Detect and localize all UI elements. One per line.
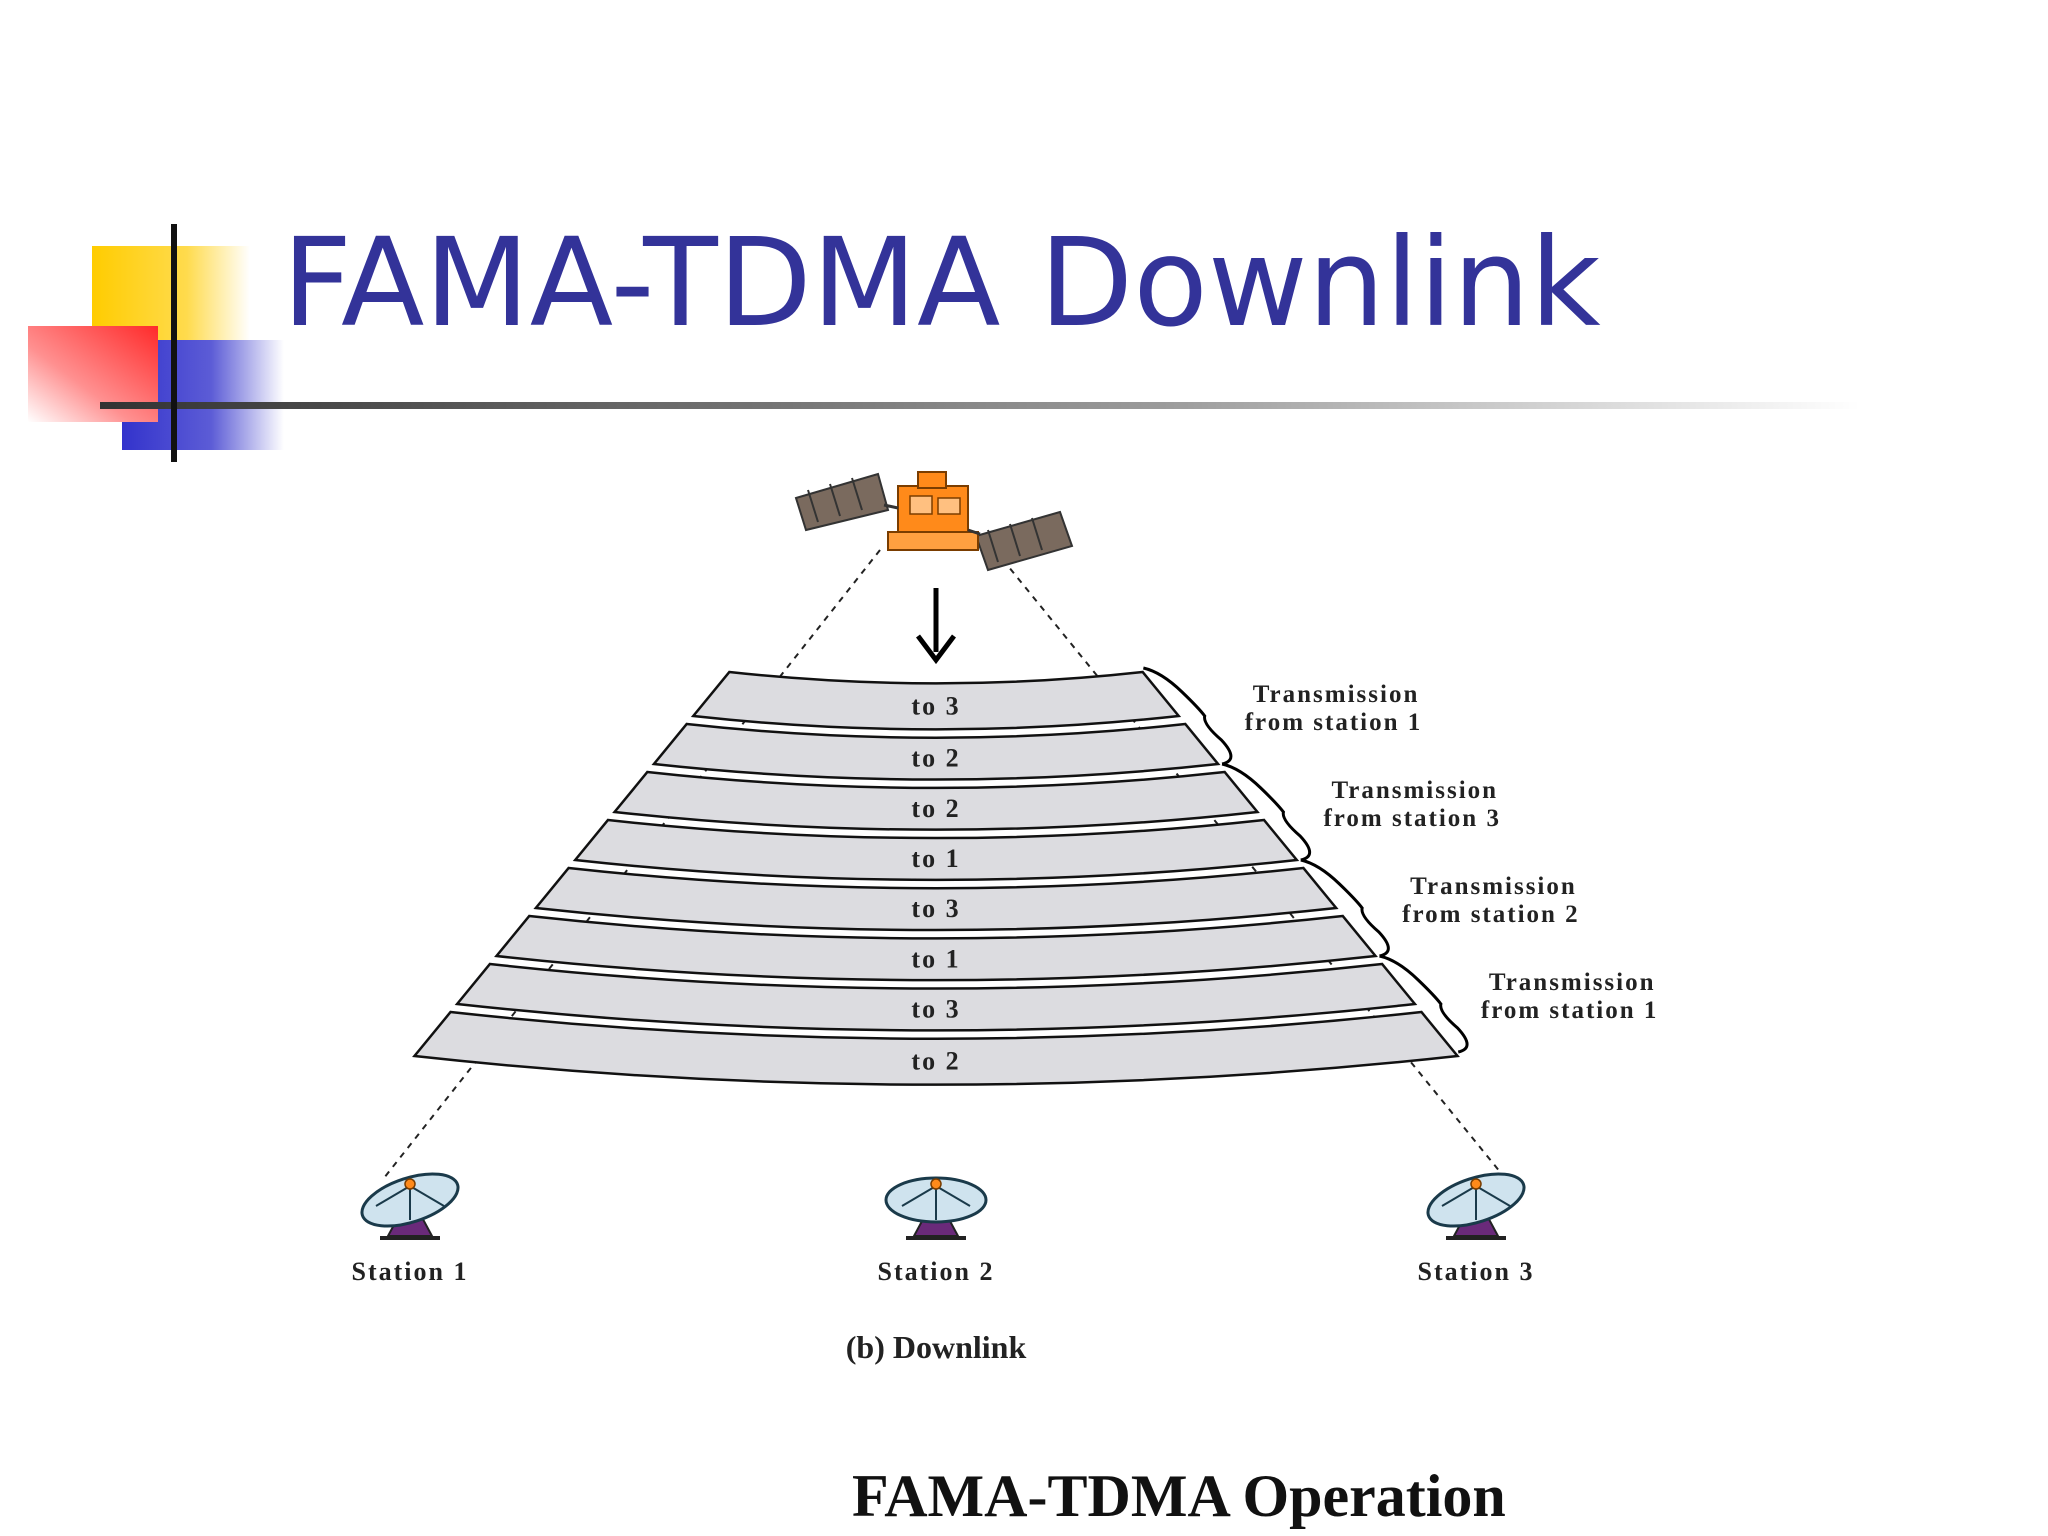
- time-slot-band: [454, 962, 1418, 1032]
- time-slot-band: [572, 818, 1300, 882]
- band-label: to 2: [911, 744, 960, 773]
- band-label: to 2: [911, 1047, 960, 1076]
- band-label: to 3: [911, 894, 960, 923]
- transmission-label-line2: from station 3: [1323, 805, 1501, 832]
- time-slot-band: [412, 1010, 1460, 1086]
- title-decoration: [28, 224, 1860, 462]
- time-slot-band: [651, 722, 1221, 781]
- time-slot-bands: [412, 670, 1460, 1086]
- band-label: to 1: [911, 944, 960, 973]
- transmission-braces: [1142, 666, 1469, 1054]
- curly-brace-icon: [1221, 762, 1312, 862]
- station-label: Station 2: [878, 1257, 995, 1286]
- station-label: Station 3: [1418, 1257, 1535, 1286]
- slide-title: FAMA-TDMA Downlink: [282, 212, 1601, 354]
- time-slot-band: [494, 914, 1378, 982]
- transmission-label-line1: Transmission: [1489, 969, 1656, 996]
- station-label: Station 1: [352, 1257, 469, 1286]
- curly-brace-icon: [1142, 666, 1233, 766]
- transmission-label-line2: from station 2: [1402, 901, 1580, 928]
- down-arrow-icon: [916, 588, 956, 665]
- transmission-label-line2: from station 1: [1481, 997, 1659, 1024]
- satellite-dish-icon: [884, 1176, 988, 1240]
- satellite-dish-icon: [1426, 1172, 1526, 1240]
- vertical-accent-line: [171, 224, 177, 462]
- downlink-diagram: to 3 to 2 to 2 to 1 to 3 to 1 to 3 to 2 Transmi…: [352, 471, 1659, 1365]
- diagram-caption: (b) Downlink: [846, 1329, 1027, 1365]
- beam-edge-right: [994, 549, 1506, 1179]
- band-label: to 3: [911, 691, 960, 720]
- transmission-label-line1: Transmission: [1331, 777, 1498, 804]
- time-slot-band: [533, 866, 1339, 932]
- band-label: to 2: [911, 794, 960, 823]
- curly-brace-icon: [1379, 954, 1469, 1054]
- footer-caption: FAMA-TDMA Operation: [852, 1463, 1506, 1529]
- transmission-label-line2: from station 1: [1245, 709, 1423, 736]
- curly-brace-icon: [1300, 858, 1390, 958]
- ground-stations: Station 1 Station 2 Station 3: [352, 1172, 1535, 1286]
- satellite-icon: [794, 471, 1074, 572]
- band-label: to 1: [911, 844, 960, 873]
- time-slot-band: [612, 770, 1260, 831]
- band-labels: to 3 to 2 to 2 to 1 to 3 to 1 to 3 to 2: [911, 691, 960, 1076]
- time-slot-band: [690, 670, 1182, 731]
- title-underline: [100, 402, 1860, 409]
- satellite-dish-icon: [360, 1172, 460, 1240]
- transmission-label-line1: Transmission: [1410, 873, 1577, 900]
- transmission-label-line1: Transmission: [1253, 681, 1420, 708]
- band-label: to 3: [911, 994, 960, 1023]
